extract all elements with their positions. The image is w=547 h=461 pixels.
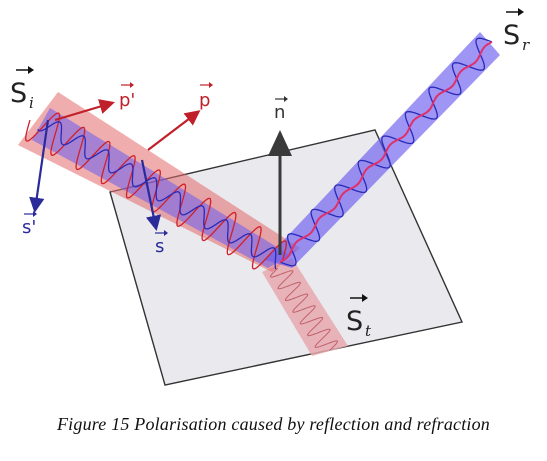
label-s-r: S r: [503, 8, 530, 54]
s-prime-arrow: [29, 119, 50, 214]
p-prime-arrow: [54, 99, 115, 122]
svg-text:s': s': [22, 217, 36, 238]
incident-wave-s: [37, 121, 277, 270]
label-p: p: [199, 82, 213, 111]
svg-text:S: S: [503, 20, 520, 51]
label-n: n: [274, 96, 288, 123]
label-s-prime: s': [22, 211, 37, 238]
svg-text:r: r: [522, 36, 530, 54]
svg-text:S: S: [346, 306, 363, 337]
svg-text:S: S: [10, 78, 27, 109]
label-s-t: S t: [346, 294, 372, 340]
svg-text:s: s: [155, 236, 164, 257]
incident-beam-blue: [32, 108, 290, 268]
p-arrow: [147, 110, 201, 151]
figure-caption: Figure 15 Polarisation caused by reflect…: [56, 414, 491, 434]
svg-text:t: t: [365, 322, 372, 340]
reflected-beam-blue: [265, 32, 500, 268]
svg-text:n: n: [274, 102, 285, 123]
label-s: s: [155, 230, 168, 257]
label-p-prime: p': [119, 82, 135, 111]
svg-text:i: i: [29, 94, 34, 112]
svg-text:p: p: [199, 90, 210, 111]
label-s-i: S i: [10, 66, 34, 112]
normal-vector: [268, 130, 292, 255]
s-arrow: [140, 159, 162, 232]
transmitted-beam: [262, 258, 348, 356]
svg-text:p': p': [119, 90, 135, 111]
reflected-wave-axis: [279, 41, 493, 263]
